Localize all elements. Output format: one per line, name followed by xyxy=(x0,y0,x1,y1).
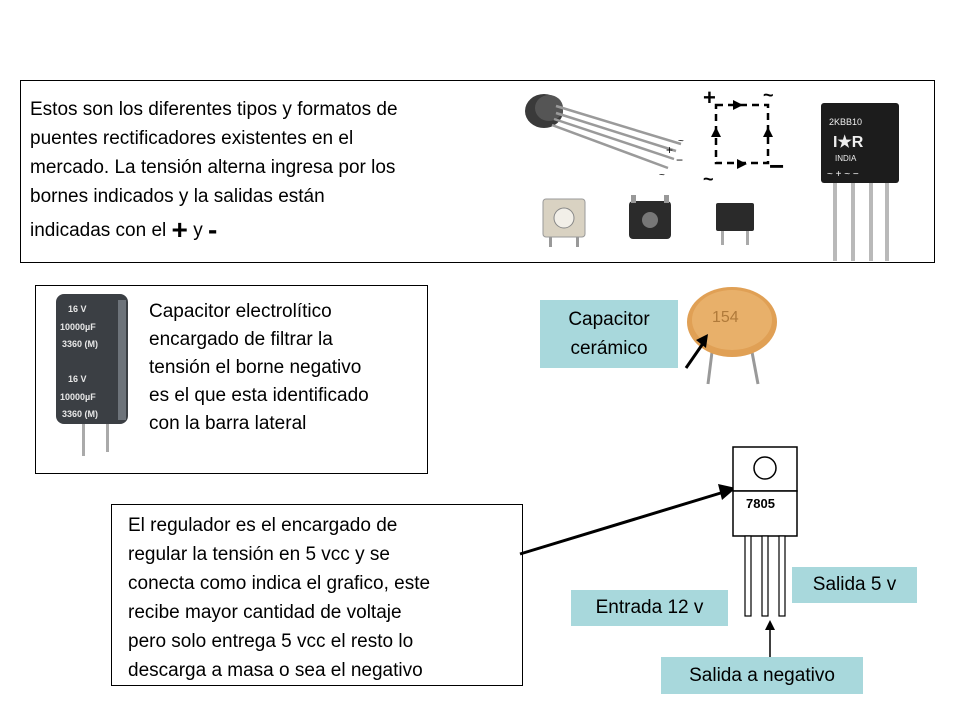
ceramic-capacitor-image: 154 xyxy=(687,287,777,385)
svg-text:3360 (M): 3360 (M) xyxy=(62,409,98,419)
svg-text:10000µF: 10000µF xyxy=(60,392,96,402)
svg-text:~: ~ xyxy=(659,170,665,181)
svg-text:3360 (M): 3360 (M) xyxy=(62,339,98,349)
ground-output-label: Salida a negativo xyxy=(661,657,863,694)
rectifier-info-box: Estos son los diferentes tipos y formato… xyxy=(20,80,935,263)
ceramic-capacitor-label: Capacitor cerámico xyxy=(540,300,678,368)
svg-text:7805: 7805 xyxy=(746,496,775,511)
dip-bridge-rectifier-image xyxy=(716,203,754,245)
svg-text:16 V: 16 V xyxy=(68,304,87,314)
electrolytic-capacitor-box: 16 V 10000µF 3360 (M) 16 V 10000µF 3360 … xyxy=(35,285,428,474)
metal-bridge-rectifier-image xyxy=(629,195,671,239)
plus-symbol: + xyxy=(171,214,188,245)
electrolytic-description: Capacitor electrolítico encargado de fil… xyxy=(149,301,369,434)
svg-text:−: − xyxy=(769,151,784,181)
flat-bridge-rectifier-image: 2KBB10 I★R INDIA ~ + ~ − xyxy=(821,103,899,261)
svg-text:154: 154 xyxy=(712,309,739,326)
svg-text:~ + ~ −: ~ + ~ − xyxy=(827,169,859,180)
regulator-info-box: El regulador es el encargado de regular … xyxy=(111,504,523,686)
electrolytic-capacitor-image: 16 V 10000µF 3360 (M) 16 V 10000µF 3360 … xyxy=(56,294,128,456)
voltage-regulator-diagram: 7805 xyxy=(732,446,798,617)
svg-text:~: ~ xyxy=(678,136,684,147)
ground-pointer-arrow xyxy=(765,620,775,658)
output-voltage-label: Salida 5 v xyxy=(792,567,917,603)
minus-symbol: - xyxy=(207,214,218,245)
svg-text:~: ~ xyxy=(763,85,774,105)
svg-text:16 V: 16 V xyxy=(68,374,87,384)
connector-word: y xyxy=(193,220,203,241)
svg-text:INDIA: INDIA xyxy=(835,154,857,163)
bridge-rectifier-schematic: + ~ ~ − xyxy=(703,85,784,189)
rectifier-description-last: indicadas con el xyxy=(30,220,167,241)
svg-text:10000µF: 10000µF xyxy=(60,322,96,332)
square-bridge-rectifier-image xyxy=(542,198,586,247)
round-bridge-rectifier-image: ~ + − ~ xyxy=(525,94,684,181)
svg-text:−: − xyxy=(676,153,683,167)
regulator-description: El regulador es el encargado de regular … xyxy=(128,515,431,681)
input-voltage-label: Entrada 12 v xyxy=(571,590,728,626)
svg-text:+: + xyxy=(703,85,716,110)
svg-text:~: ~ xyxy=(703,169,714,189)
svg-text:2KBB10: 2KBB10 xyxy=(829,117,862,127)
rectifier-description: Estos son los diferentes tipos y formato… xyxy=(30,99,398,245)
svg-text:I★R: I★R xyxy=(833,134,864,151)
regulator-pointer-arrow xyxy=(519,484,736,556)
svg-text:+: + xyxy=(666,143,673,157)
ceramic-pointer-arrow xyxy=(684,334,708,369)
